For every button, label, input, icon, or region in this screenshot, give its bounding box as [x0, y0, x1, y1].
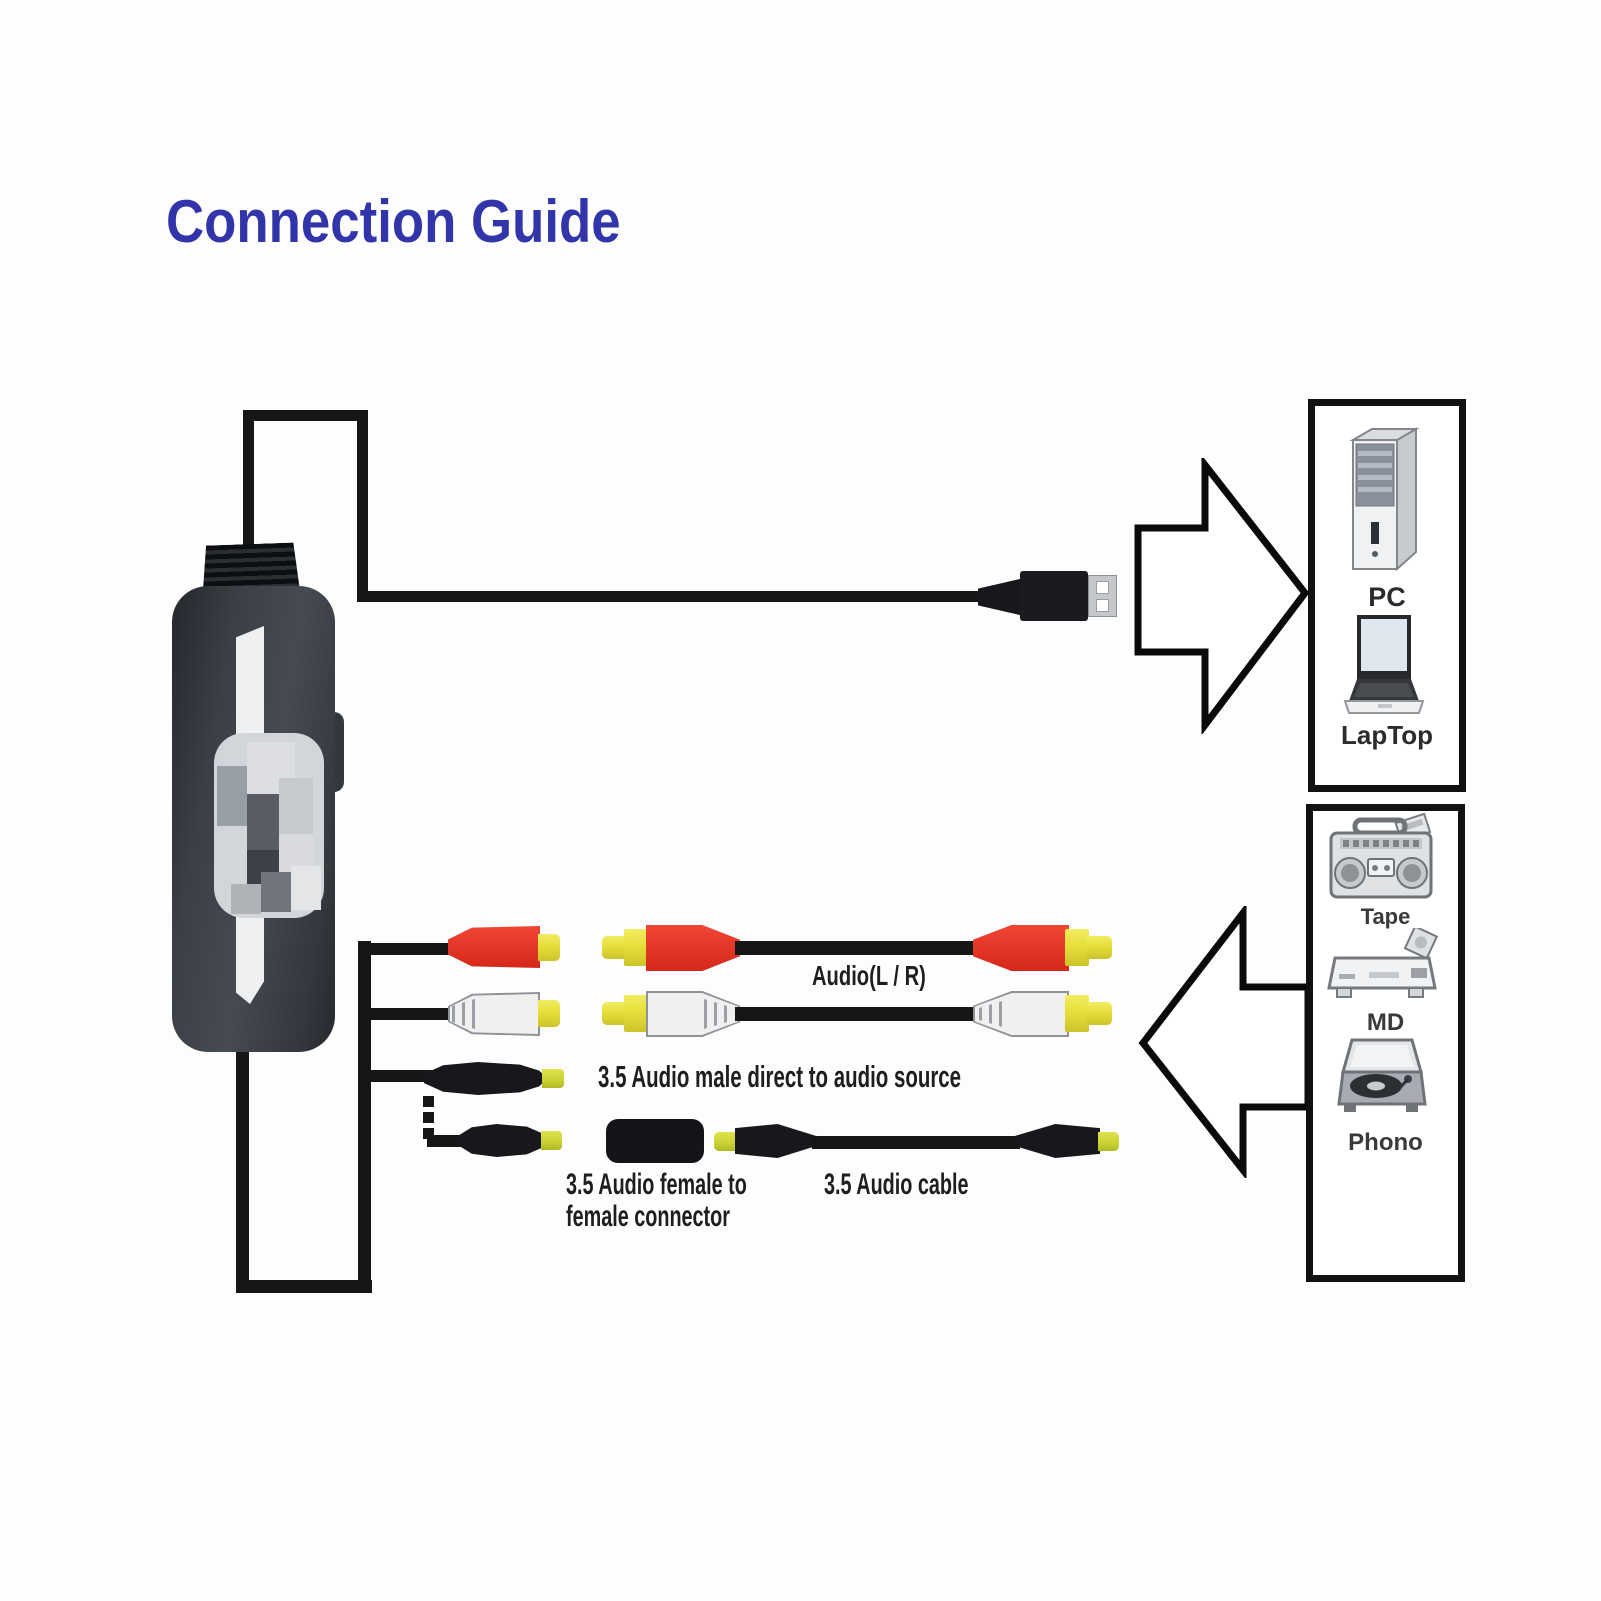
audio-female-label-line1: 3.5 Audio female to [566, 1168, 747, 1201]
mosaic-cell [261, 872, 291, 912]
rca-red-tip [538, 934, 560, 961]
rca-white-right-collar [1065, 995, 1089, 1032]
desktop-tower-icon [1349, 427, 1420, 572]
mosaic-cell [231, 884, 261, 914]
jack-tip [541, 1131, 562, 1150]
jack-tip [1098, 1132, 1119, 1151]
usb-cable-segment-2 [243, 410, 368, 421]
dotted-cable-dash [423, 1128, 434, 1139]
rca-white-left-collar [624, 995, 648, 1032]
rca-red-left-tip [602, 936, 626, 959]
breakout-cable-trunk [358, 941, 371, 1293]
pc-label: PC [1368, 582, 1406, 612]
md-label: MD [1366, 1009, 1405, 1036]
audio-lr-label: Audio(L / R) [812, 960, 926, 991]
jack-3-5mm-plug-icon [458, 1124, 544, 1157]
arrow-left-icon [1138, 906, 1312, 1178]
boombox-icon [1329, 812, 1433, 899]
breakout-cable-left [236, 1040, 249, 1293]
rca-red-left-collar [624, 929, 648, 966]
rca-white-left-tip [602, 1002, 626, 1025]
tape-label: Tape [1360, 904, 1411, 929]
arrow-right-icon [1134, 458, 1310, 734]
usb-plug-body [1020, 571, 1088, 621]
phono-label: Phono [1348, 1129, 1423, 1156]
mosaic-cell [247, 794, 279, 850]
rca-red-right-tip [1087, 936, 1112, 959]
turntable-icon [1337, 1038, 1427, 1112]
rca-red-right-collar [1065, 929, 1089, 966]
audio-male-direct-label: 3.5 Audio male direct to audio source [598, 1059, 962, 1094]
usb-cable-segment-3 [357, 410, 368, 602]
laptop-icon [1343, 615, 1425, 714]
jack-3-5mm-plug-icon [424, 1062, 544, 1095]
usb-contact-1 [1096, 581, 1109, 594]
rca-cable-red [735, 941, 980, 955]
audio-cable-label: 3.5 Audio cable [824, 1168, 969, 1201]
jack-3-5mm-plug-icon [735, 1124, 817, 1158]
branch-white-rca [368, 1008, 453, 1020]
rca-plug-red-icon [646, 925, 740, 971]
rca-cable-white [735, 1007, 980, 1021]
branch-red-rca [368, 943, 453, 955]
jack-tip [542, 1069, 564, 1088]
mosaic-cell [291, 866, 321, 910]
rca-plug-red-icon [448, 926, 540, 968]
audio-cable-3-5 [812, 1136, 1020, 1149]
jack-tip [714, 1132, 737, 1151]
usb-cable-segment-4 [357, 591, 985, 602]
breakout-cable-bottom [236, 1280, 372, 1293]
laptop-label: LapTop [1341, 720, 1433, 750]
jack-female-coupler-icon [606, 1119, 704, 1163]
rca-white-tip [538, 1000, 560, 1027]
usb-contact-2 [1096, 599, 1109, 612]
rca-white-right-tip [1087, 1002, 1112, 1025]
md-deck-icon [1327, 928, 1439, 998]
dotted-cable-dash [423, 1112, 434, 1123]
page-title: Connection Guide [166, 188, 621, 255]
dotted-cable-dash [423, 1096, 434, 1107]
audio-female-label-line2: female connector [566, 1200, 730, 1233]
branch-jack [368, 1070, 438, 1082]
mosaic-cell [279, 778, 313, 834]
usb-plug-neck [978, 578, 1024, 616]
usb-cable-segment-1 [243, 410, 254, 560]
mosaic-cell [217, 766, 247, 826]
jack-3-5mm-plug-icon [1014, 1124, 1100, 1158]
rca-plug-red-icon [973, 925, 1069, 971]
